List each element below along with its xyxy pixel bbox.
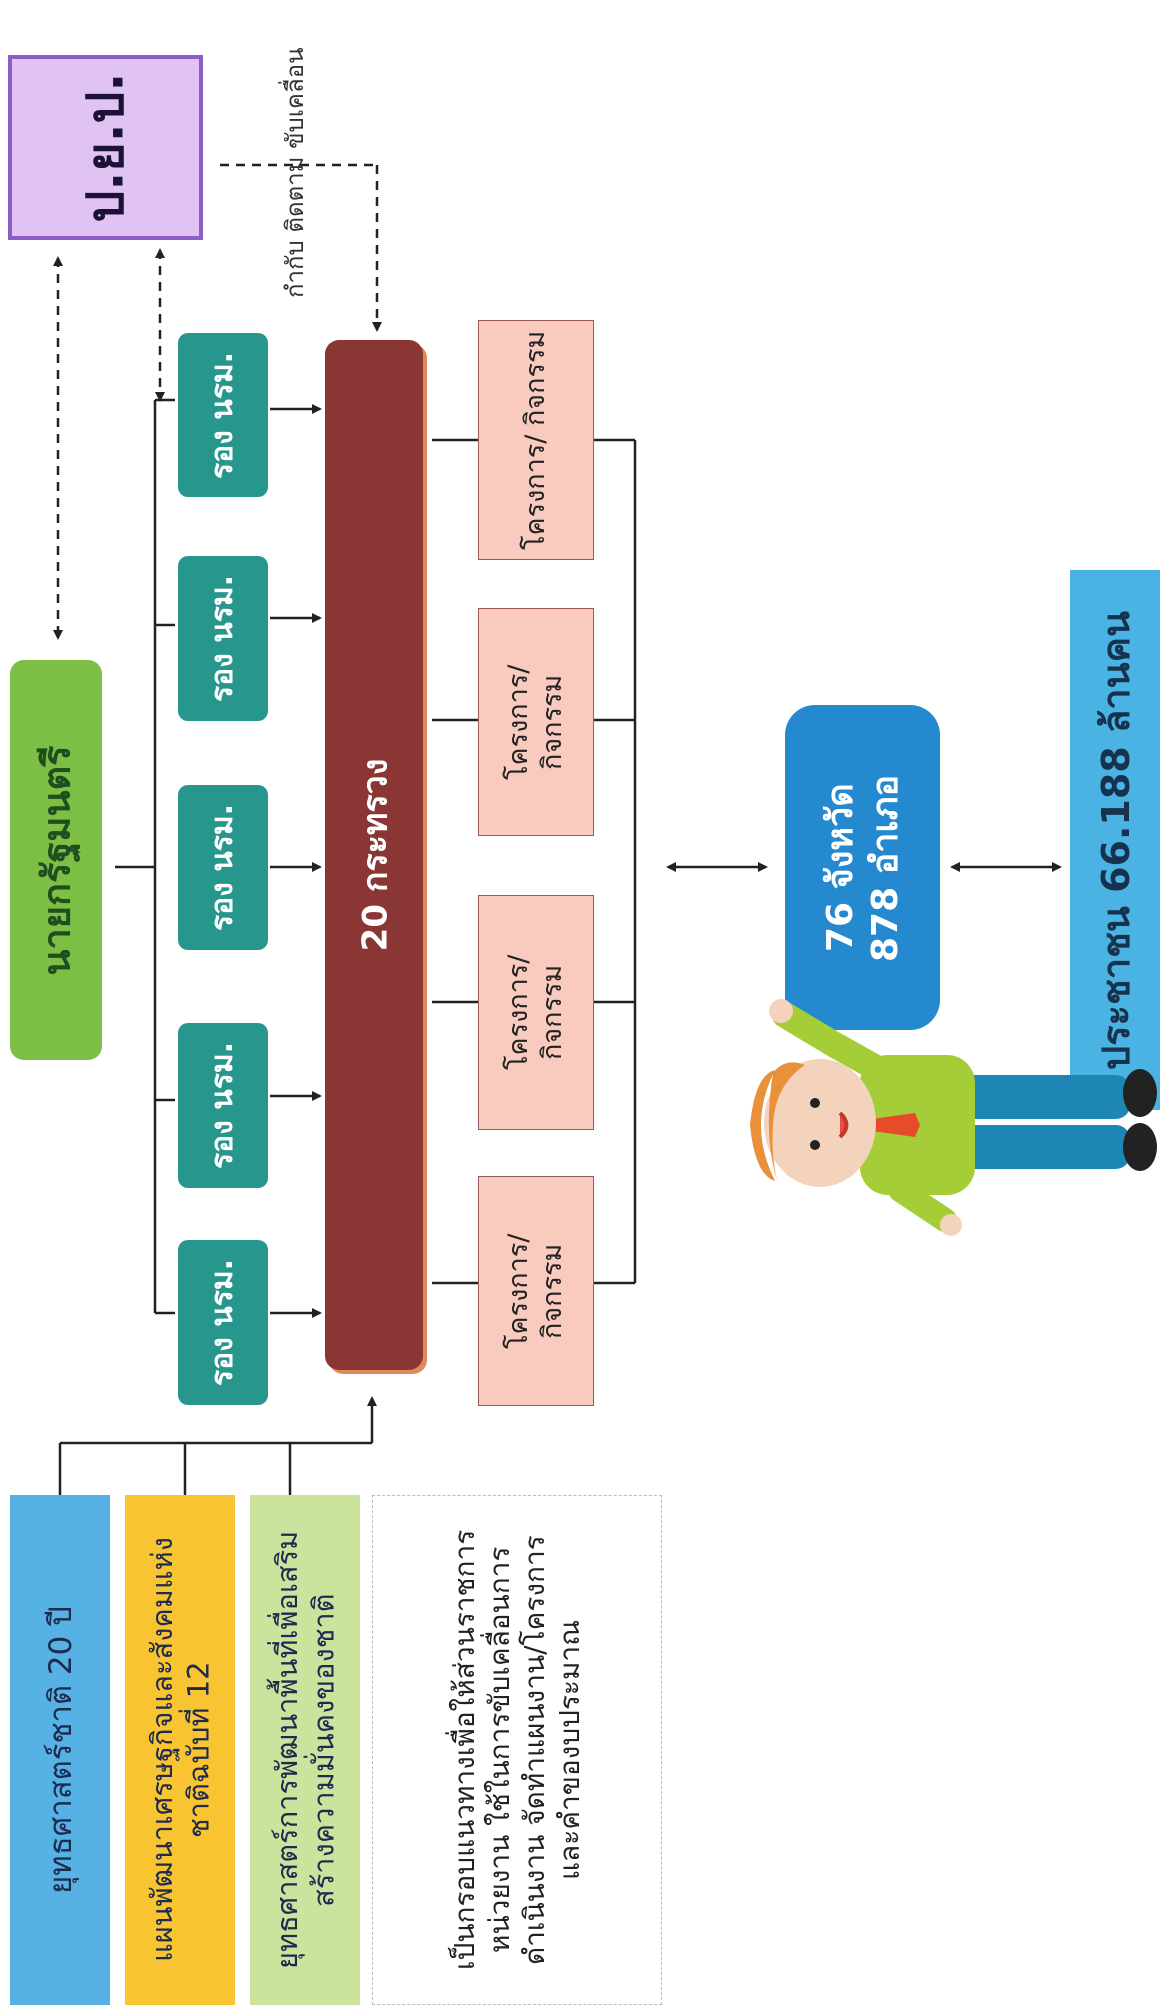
development-plan-box: แผนพัฒนาเศรษฐกิจและสังคมแห่งชาติฉบับที่ … [125,1495,235,2005]
project-box-2: โครงการ/ กิจกรรม [478,608,594,836]
national-strategy-label: ยุทธศาสตร์ชาติ 20 ปี [43,1606,79,1894]
framework-note-label: เป็นกรอบแนวทางเพื่อให้ส่วนราชการ หน่วยงา… [448,1529,586,1971]
deputy-pm-box-5: รอง นรม. [178,1240,268,1405]
districts-count: 878 อำเภอ [864,773,906,962]
development-plan-label: แผนพัฒนาเศรษฐกิจและสังคมแห่งชาติฉบับที่ … [144,1537,215,1963]
pyp-box: ป.ย.ป. [8,55,203,240]
deputy-pm-box-3: รอง นรม. [178,785,268,950]
project-box-4: โครงการ/ กิจกรรม [478,1176,594,1406]
pyp-label: ป.ย.ป. [75,72,134,223]
cartoon-man-icon [750,999,1157,1236]
deputy-pm-box-4: รอง นรม. [178,1023,268,1188]
national-strategy-box: ยุทธศาสตร์ชาติ 20 ปี [10,1495,110,2005]
population-box: ประชาชน 66.188 ล้านคน [1070,570,1160,1110]
deputy-pm-box-2: รอง นรม. [178,556,268,721]
ministries-label: 20 กระทรวง [355,758,396,952]
area-strategy-label: ยุทธศาสตร์การพัฒนาพื้นที่เพื่อเสริมสร้าง… [269,1530,340,1970]
area-strategy-box: ยุทธศาสตร์การพัฒนาพื้นที่เพื่อเสริมสร้าง… [250,1495,360,2005]
prime-minister-label: นายกรัฐมนตรี [34,744,79,976]
pyp-note: กำกับ ติดตาม ขับเคลื่อน [281,47,309,298]
provinces-count: 76 จังหวัด [819,783,861,952]
prime-minister-box: นายกรัฐมนตรี [10,660,102,1060]
provinces-box: 76 จังหวัด 878 อำเภอ [785,705,940,1030]
deputy-pm-box-1: รอง นรม. [178,333,268,497]
project-box-3: โครงการ/ กิจกรรม [478,895,594,1130]
ministries-box: 20 กระทรวง [325,340,423,1370]
framework-note-box: เป็นกรอบแนวทางเพื่อให้ส่วนราชการ หน่วยงา… [372,1495,662,2005]
project-box-1: โครงการ/ กิจกรรม [478,320,594,560]
